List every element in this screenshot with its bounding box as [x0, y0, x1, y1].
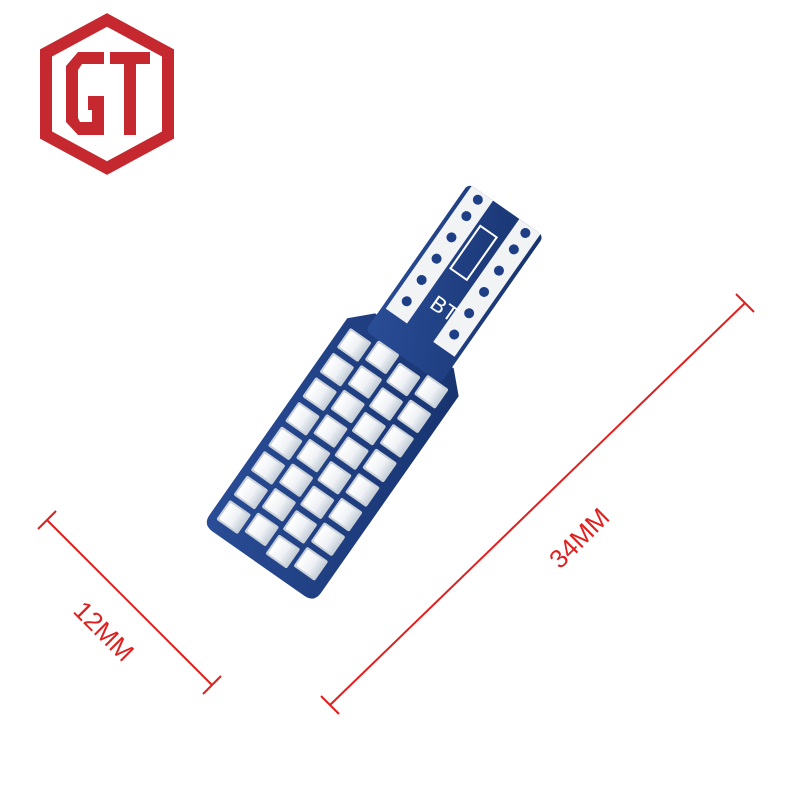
led-chip — [247, 515, 276, 544]
led-chip — [264, 491, 293, 519]
led-array — [216, 328, 449, 581]
led-chip — [316, 417, 345, 445]
led-chip — [303, 488, 332, 517]
led-chip — [219, 503, 248, 531]
led-chip — [348, 476, 377, 504]
led-chip — [320, 464, 349, 492]
led-chip — [271, 429, 300, 458]
length-label: 34MM — [543, 502, 615, 574]
width-label: 12MM — [68, 595, 140, 667]
led-chip — [282, 466, 311, 494]
led-chip — [365, 451, 394, 480]
led-chip — [382, 427, 411, 455]
led-chip — [322, 355, 351, 384]
led-chip — [354, 414, 383, 443]
led-chip — [337, 439, 366, 467]
led-chip — [350, 368, 379, 396]
led-chip — [400, 402, 429, 431]
led-chip — [254, 454, 283, 482]
led-chip — [340, 331, 369, 359]
led-chip — [372, 390, 401, 418]
led-chip — [305, 380, 334, 408]
led-chip — [314, 525, 343, 553]
led-chip — [417, 378, 446, 406]
width-dimension: 12MM — [37, 510, 222, 695]
led-chip — [268, 537, 297, 566]
led-chip — [288, 405, 317, 433]
led-chip — [286, 513, 314, 541]
led-chip — [296, 550, 325, 578]
brand-logo — [40, 13, 174, 175]
led-chip — [299, 441, 328, 470]
led-board: BT — [206, 185, 542, 599]
led-chip — [331, 500, 360, 529]
led-chip — [333, 392, 362, 421]
led-chip — [368, 343, 397, 372]
led-chip — [389, 365, 418, 394]
led-chip — [236, 478, 265, 507]
